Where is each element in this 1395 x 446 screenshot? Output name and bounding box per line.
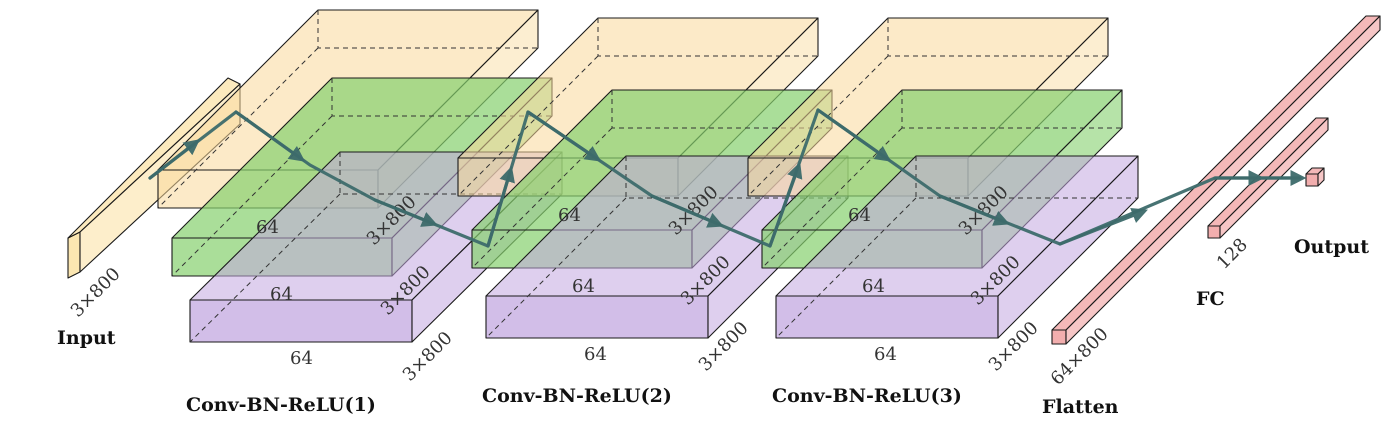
block2-base-depth-label: 64 (584, 344, 607, 365)
block3-purple-slab (775, 155, 1139, 339)
block3-base-depth-label: 64 (874, 344, 897, 365)
flatten-tensor (1051, 15, 1381, 345)
block1-title: Conv-BN-ReLU(1) (186, 394, 376, 416)
output-label: Output (1294, 236, 1369, 258)
fc-size-label: 128 (1213, 234, 1252, 273)
block2-title: Conv-BN-ReLU(2) (482, 385, 672, 407)
block1-green-depth-label: 64 (256, 217, 279, 238)
data-flow-path (148, 108, 1307, 248)
input-label: Input (57, 327, 116, 349)
fc-label: FC (1196, 288, 1225, 310)
output-tensor (1305, 167, 1325, 187)
block1-purple-depth-label: 64 (270, 284, 293, 305)
block3-green-depth-label: 64 (848, 205, 871, 226)
flatten-label: Flatten (1042, 396, 1119, 418)
block3-title: Conv-BN-ReLU(3) (772, 385, 962, 407)
block2-green-depth-label: 64 (558, 205, 581, 226)
block2-purple-depth-label: 64 (572, 276, 595, 297)
block1-base-depth-label: 64 (290, 348, 313, 369)
input-front-face (67, 231, 81, 279)
block3-purple-depth-label: 64 (862, 276, 885, 297)
